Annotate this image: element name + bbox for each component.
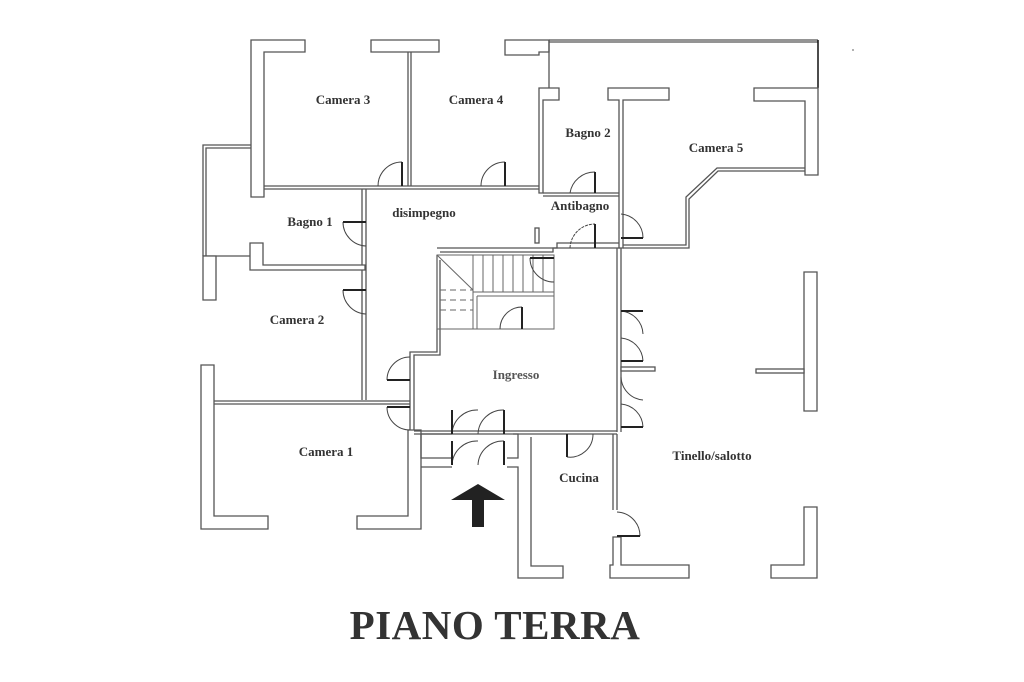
room-camera-2: Camera 2 [269,312,325,327]
walls [200,39,819,579]
room-bagno-2: Bagno 2 [565,125,611,140]
staircase [436,254,555,330]
room-camera-4: Camera 4 [448,92,504,107]
doors [342,161,644,537]
room-antibagno: Antibagno [550,198,610,213]
room-cucina: Cucina [559,470,599,485]
plan-title: PIANO TERRA [349,602,641,648]
arrow-up-icon [451,484,505,527]
room-tinello-salotto: Tinello/salotto [672,448,752,463]
room-camera-3: Camera 3 [315,92,371,107]
room-bagno-1: Bagno 1 [287,214,333,229]
room-ingresso: Ingresso [492,367,540,382]
room-disimpegno: disimpegno [392,205,456,220]
room-camera-1: Camera 1 [298,444,354,459]
room-camera-5: Camera 5 [688,140,744,155]
